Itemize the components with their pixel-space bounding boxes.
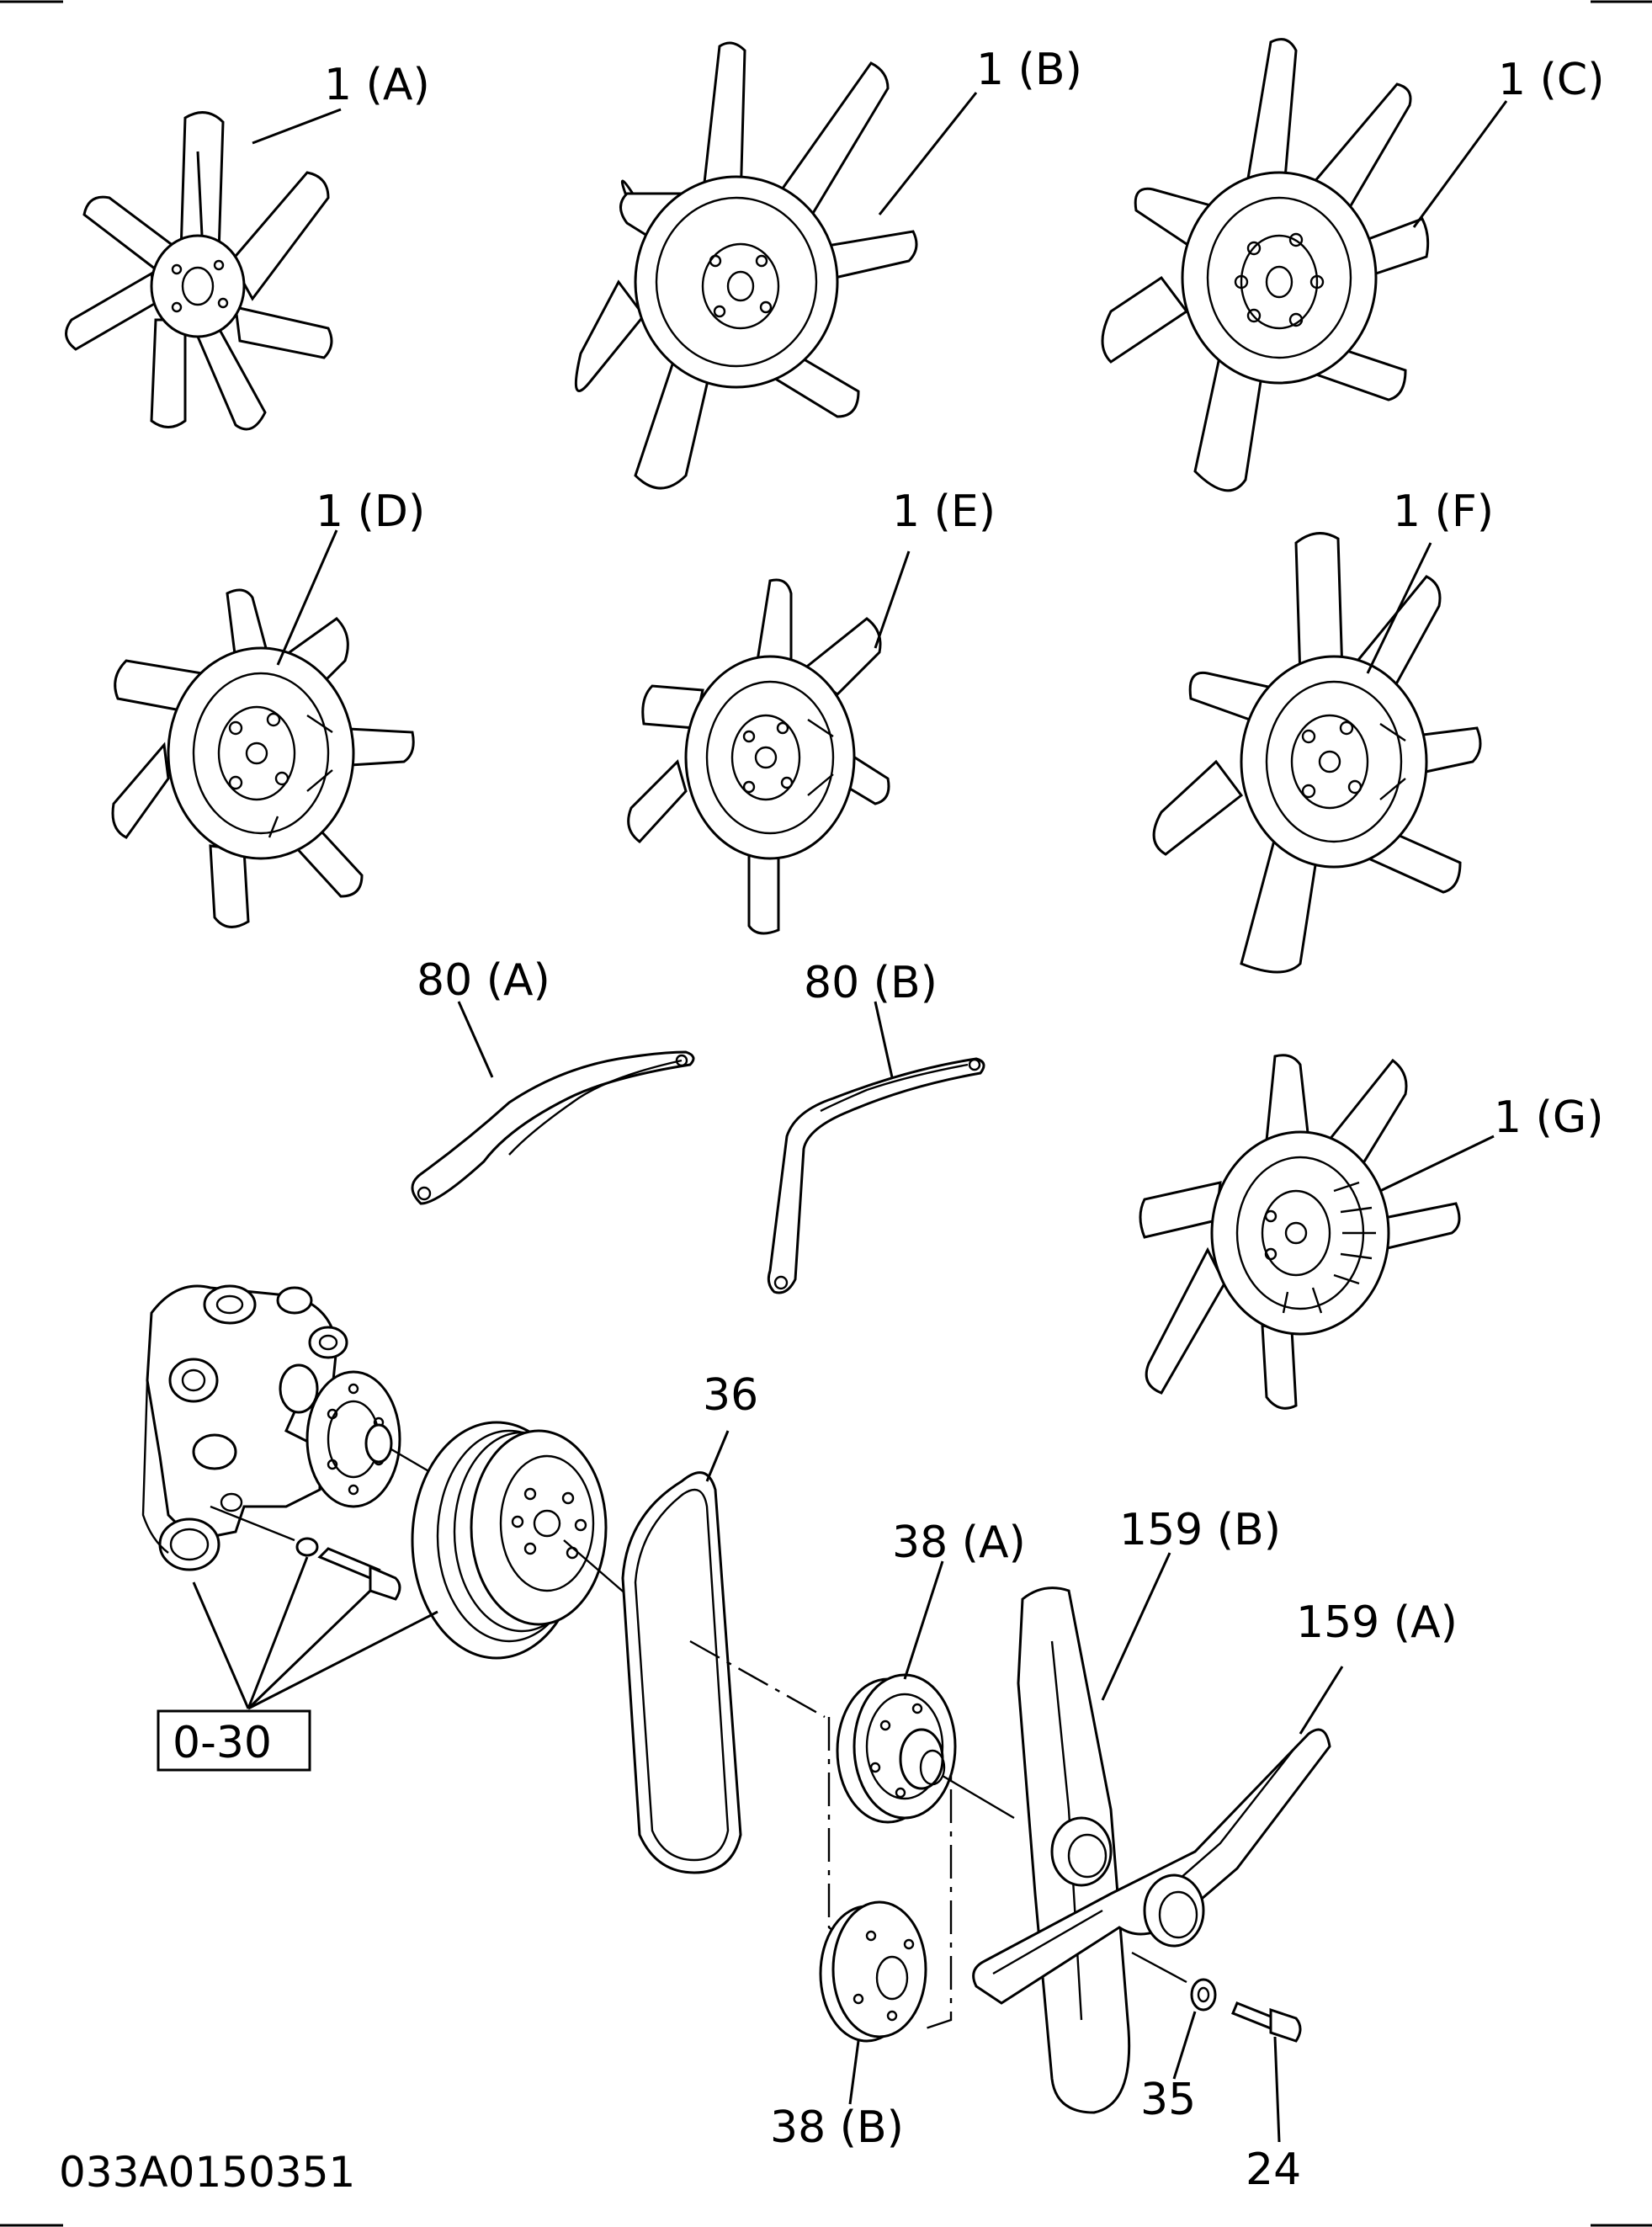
label-pulley-38a: 38 (A) — [892, 1517, 1026, 1568]
bracket-80a[interactable] — [411, 1050, 695, 1205]
axis-pump-bolt — [210, 1505, 295, 1542]
label-bolt: 24 — [1246, 2145, 1301, 2195]
drive-pulley[interactable] — [411, 1421, 608, 1660]
label-fan-1e: 1 (E) — [892, 486, 996, 537]
leader-159b — [1101, 1552, 1171, 1701]
fan-blade-159b[interactable] — [1017, 1587, 1131, 2114]
washer-35[interactable] — [1190, 1978, 1217, 2012]
label-fan-1f: 1 (F) — [1393, 486, 1494, 537]
pump-bolt[interactable] — [295, 1537, 401, 1601]
v-belt-36[interactable] — [621, 1471, 742, 1874]
fan-1e-blades — [627, 578, 890, 935]
leader-80b — [874, 1001, 894, 1078]
label-bracket-80a: 80 (A) — [417, 955, 550, 1006]
leader-1a — [252, 108, 342, 145]
water-pump[interactable] — [141, 1284, 401, 1571]
label-assembly-ref: 0-30 — [173, 1718, 272, 1768]
fan-pulley-38a[interactable] — [836, 1673, 957, 1824]
axis-pulley-belt — [563, 1539, 628, 1596]
fan-1e[interactable] — [627, 578, 890, 935]
spacer-38b[interactable] — [819, 1900, 927, 2043]
label-spacer-38b: 38 (B) — [770, 2102, 904, 2153]
fan-blade-159a[interactable] — [972, 1728, 1331, 2005]
label-fan-1b: 1 (B) — [976, 45, 1082, 95]
leader-159a — [1299, 1666, 1344, 1735]
fan-1c[interactable] — [1101, 38, 1430, 492]
leader-belt — [705, 1430, 730, 1482]
fan-1b-hub — [634, 175, 839, 389]
label-belt: 36 — [703, 1370, 758, 1421]
leader-80a — [457, 1001, 494, 1078]
drawing-number: 033A0150351 — [59, 2148, 355, 2197]
fan-1g-hub — [1210, 1130, 1390, 1336]
axis-fan-washer — [1131, 1951, 1187, 1984]
leader-bolt — [1273, 2036, 1281, 2143]
fan-1c-hub — [1181, 171, 1378, 385]
fan-1a-blades — [65, 111, 333, 431]
pump-outlet — [158, 1517, 220, 1571]
fan-1e-hub — [684, 655, 856, 860]
bracket-80b[interactable] — [767, 1057, 985, 1294]
leader-1g — [1379, 1135, 1495, 1193]
leader-1d — [276, 529, 338, 666]
pump-flange — [305, 1370, 401, 1508]
fan-1g[interactable] — [1139, 1054, 1461, 1410]
fan-1a[interactable] — [65, 111, 333, 431]
assembly-ref-leaders — [192, 1556, 438, 1710]
fan-1a-hub — [150, 234, 246, 338]
label-blade-159b: 159 (B) — [1119, 1505, 1281, 1555]
fan-1b[interactable] — [574, 41, 918, 490]
leader-1c — [1412, 100, 1508, 228]
fan-1g-blades — [1139, 1054, 1461, 1410]
axis-pulley-fan — [942, 1774, 1015, 1820]
label-fan-1c: 1 (C) — [1498, 55, 1605, 105]
label-fan-1g: 1 (G) — [1494, 1092, 1603, 1143]
label-blade-159a: 159 (A) — [1296, 1597, 1458, 1648]
leader-1b — [878, 92, 978, 215]
bolt-24[interactable] — [1231, 2001, 1302, 2043]
label-fan-1d: 1 (D) — [316, 486, 425, 537]
label-fan-1a: 1 (A) — [324, 60, 430, 110]
leader-38a — [903, 1560, 944, 1680]
fan-1f-hub — [1240, 655, 1428, 869]
label-bracket-80b: 80 (B) — [804, 958, 938, 1008]
fan-1b-blades — [574, 41, 918, 490]
leader-38b — [848, 2040, 860, 2105]
pump-shaft — [364, 1423, 393, 1464]
leader-1e — [874, 550, 911, 649]
label-washer: 35 — [1140, 2075, 1196, 2125]
pump-shaft-housing — [279, 1363, 319, 1414]
leader-washer — [1172, 2011, 1197, 2080]
fan-1f[interactable] — [1152, 532, 1482, 974]
fan-1d-hub — [167, 646, 355, 860]
leader-1f — [1366, 542, 1432, 674]
fan-1f-blades — [1152, 532, 1482, 974]
fan-1d[interactable] — [111, 588, 415, 928]
assembly-ref-box — [157, 1709, 311, 1772]
